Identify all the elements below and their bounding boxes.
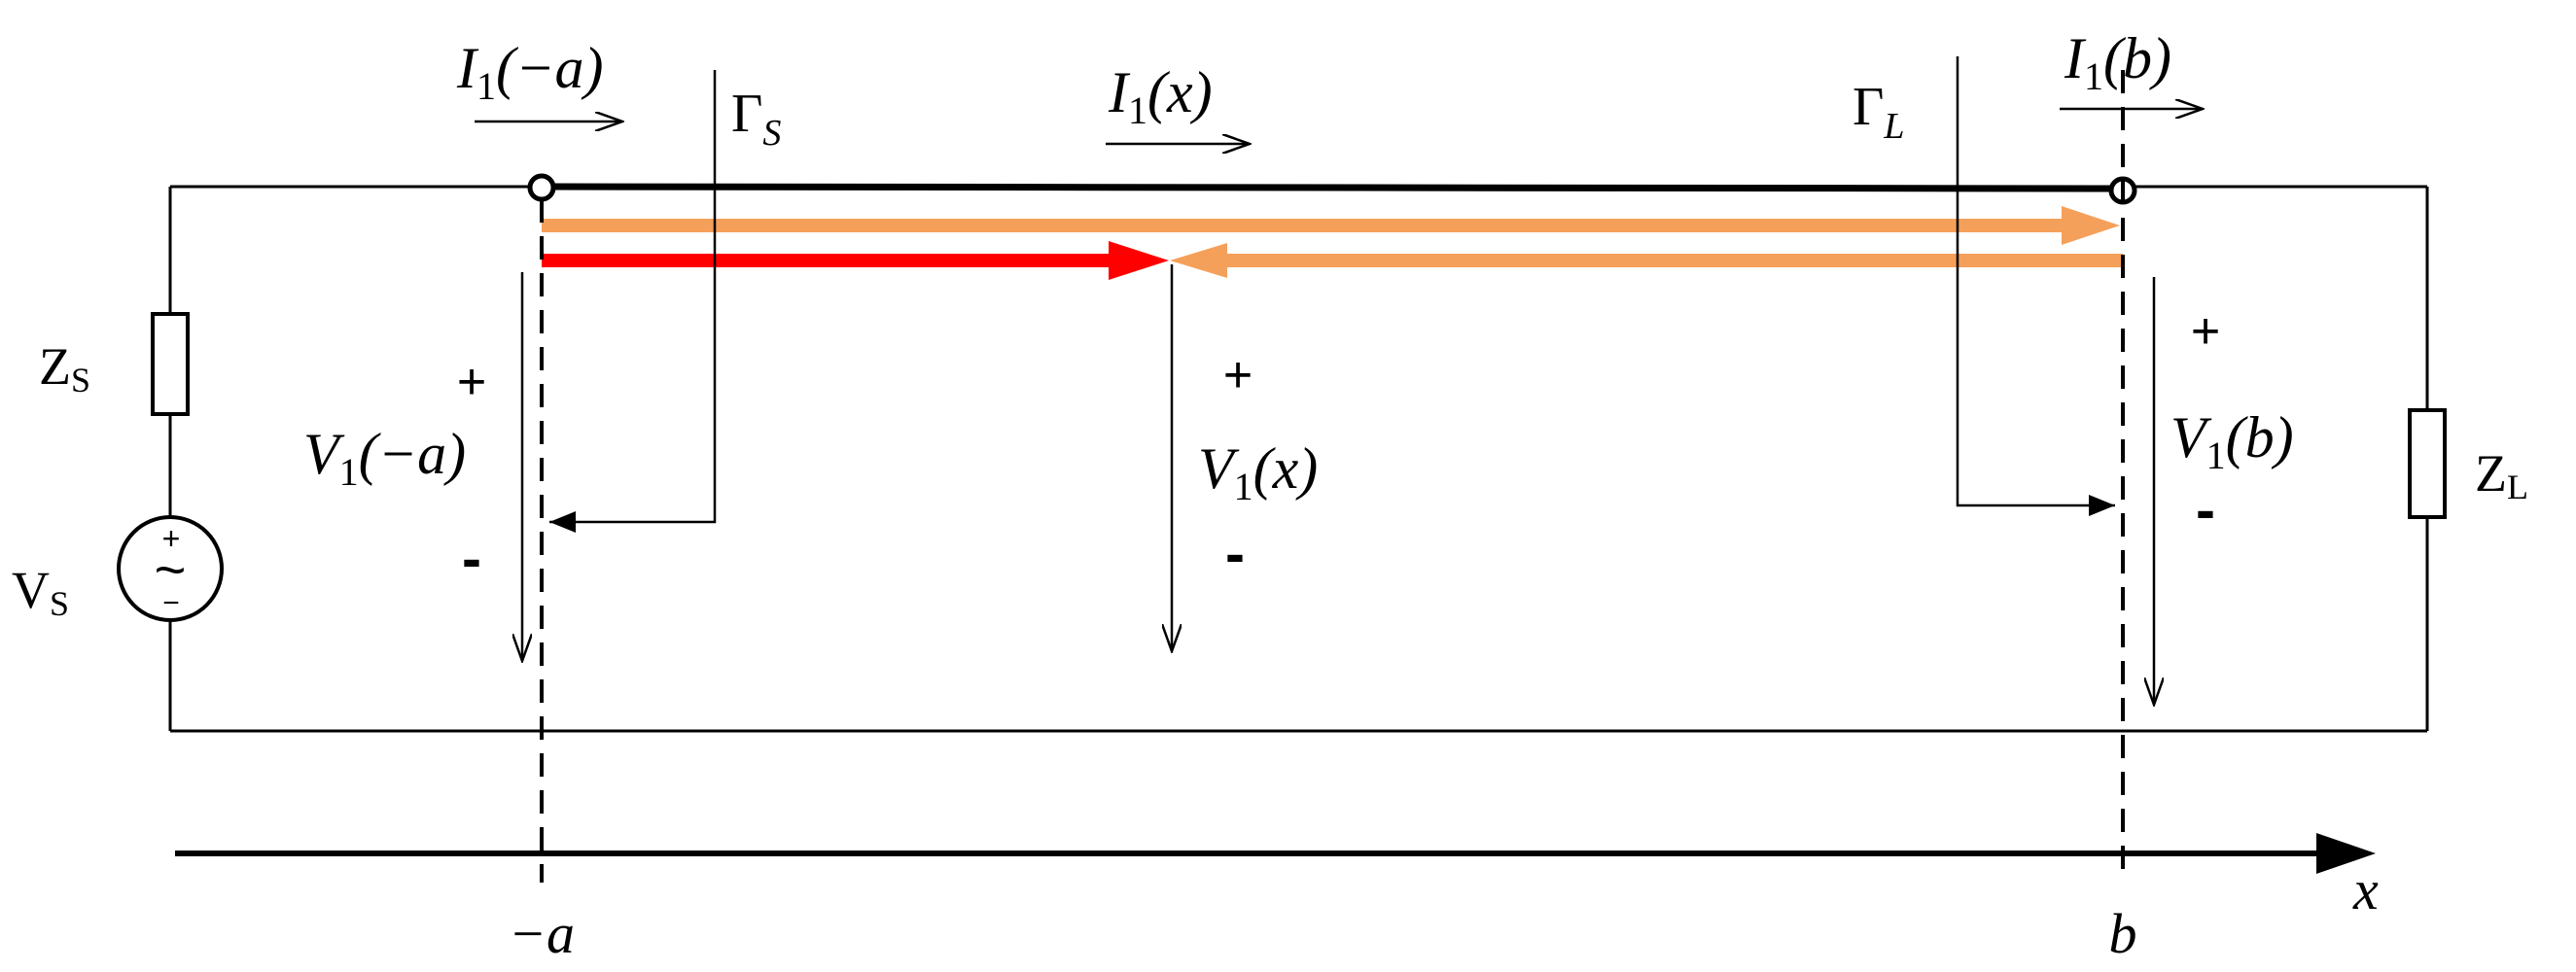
current-mid-label: I1(x) <box>1108 60 1213 132</box>
gamma-source-label: ΓS <box>731 84 781 154</box>
transmission-line-conductor <box>548 183 2116 192</box>
source-minus-sign: − <box>162 587 180 619</box>
voltage-left-minus: - <box>462 526 481 591</box>
incident-wave-arrowhead <box>1109 241 1169 280</box>
reflected-wave-arrowhead <box>1170 243 1227 278</box>
x-axis-arrowhead <box>2316 833 2376 874</box>
load-impedance-label: ZL <box>2475 444 2528 506</box>
voltage-right-plus: + <box>2191 303 2220 360</box>
forward-wave-arrowhead <box>2062 206 2120 245</box>
circuit-wires <box>168 185 2429 733</box>
source-impedance-resistor <box>151 312 190 416</box>
source-plus-sign: + <box>162 521 181 556</box>
axis-tick-label-b: b <box>2109 902 2137 965</box>
source-ac-symbol: ~ <box>155 538 187 600</box>
current-right-label: I1(b) <box>2064 26 2171 98</box>
wave-arrows <box>542 206 2123 280</box>
source-voltage-label: VS <box>12 561 69 623</box>
left-terminal <box>527 173 556 202</box>
gamma-load-indicator <box>1956 56 2115 516</box>
voltage-mid-label: V1(x) <box>1198 436 1318 508</box>
gamma-load-label: ΓL <box>1853 77 1905 147</box>
voltage-mid-minus: - <box>1225 521 1245 586</box>
voltage-right-minus: - <box>2196 477 2215 542</box>
axis-tick-label-minus-a: −a <box>509 902 575 965</box>
source-impedance-label: ZS <box>39 337 90 399</box>
voltage-left-label: V1(−a) <box>303 422 466 494</box>
current-left-label: I1(−a) <box>456 36 603 108</box>
voltage-mid-plus: + <box>1223 347 1253 403</box>
gamma-source-indicator <box>549 70 717 533</box>
voltage-source <box>117 515 224 622</box>
voltage-left-plus: + <box>457 354 486 410</box>
load-impedance-resistor <box>2408 408 2447 519</box>
voltage-right-label: V1(b) <box>2170 405 2294 477</box>
x-axis-variable-label: x <box>2352 858 2379 921</box>
